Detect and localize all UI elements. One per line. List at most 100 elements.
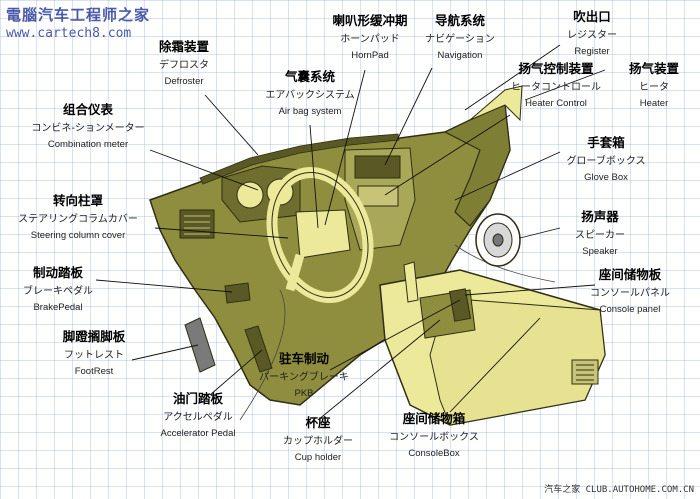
shift-lever [403, 261, 419, 303]
leader-heater-control [384, 114, 511, 196]
label-console-panel-ja: コンソールパネル [590, 287, 670, 299]
speaker-drawing [475, 213, 521, 267]
label-horn-pad-ja: ホーンパッド [340, 33, 400, 45]
label-cup-holder: 杯座 カップホルダー Cup holder [272, 416, 364, 463]
label-brake-pedal: 制动踏板 ブレーキペダル BrakePedal [14, 266, 102, 313]
label-glove-box-ja: グローブボックス [566, 155, 646, 167]
meter-gauge-left [236, 181, 264, 209]
label-navigation-en: Navigation [437, 49, 483, 61]
label-parking-brake-zh: 驻车制动 [278, 351, 329, 366]
label-glove-box-en: Glove Box [584, 171, 628, 183]
leader-foot-rest [131, 344, 199, 361]
label-register: 吹出口 レジスター Register [552, 10, 632, 57]
label-brake-pedal-en: BrakePedal [33, 301, 83, 313]
label-glove-box-zh: 手套箱 [587, 135, 625, 150]
label-accel-pedal-en: Accelerator Pedal [160, 427, 236, 439]
leader-console-box [449, 317, 541, 413]
label-speaker-en: Speaker [582, 245, 618, 257]
accelerator-pedal-shape [244, 325, 273, 373]
leader-navigation [384, 67, 433, 166]
label-foot-rest: 脚蹬搁脚板 フットレスト FootRest [52, 330, 136, 377]
nav-screen [354, 155, 401, 179]
leader-heater [524, 69, 606, 101]
label-foot-rest-en: FootRest [74, 365, 114, 377]
label-heater-control-en: Heater Control [525, 97, 587, 109]
label-airbag: 气囊系统 エアバックシステム Air bag system [252, 70, 368, 117]
label-airbag-zh: 气囊系统 [284, 69, 335, 84]
leader-glove-box [454, 151, 561, 201]
label-defroster-en: Defroster [164, 75, 204, 87]
leader-cup-holder [317, 319, 441, 421]
label-combination-meter-ja: コンビネ-ションメーター [31, 122, 145, 134]
label-combination-meter-zh: 组合仪表 [62, 102, 113, 117]
label-speaker: 扬声器 スピーカー Speaker [560, 210, 640, 257]
label-heater: 扬气装置 ヒータ Heater [616, 62, 692, 109]
label-parking-brake: 驻车制动 パーキングブレーキ PKB [252, 352, 356, 399]
site-watermark: 電腦汽车工程师之家 www.cartech8.com [6, 4, 150, 41]
leader-brake-pedal [95, 279, 233, 293]
label-defroster-ja: デフロスタ [159, 59, 209, 71]
leader-register [464, 44, 561, 111]
label-foot-rest-zh: 脚蹬搁脚板 [62, 329, 126, 344]
label-navigation-ja: ナビゲーション [425, 33, 495, 45]
label-horn-pad: 喇叭形缓冲期 ホーンパッド HornPad [322, 14, 418, 61]
brake-pedal-shape [224, 282, 251, 304]
leader-speaker [519, 227, 561, 239]
label-cup-holder-zh: 杯座 [305, 415, 331, 430]
leader-horn-pad [324, 69, 366, 226]
label-console-panel-zh: 座间储物板 [598, 267, 662, 282]
defroster-strip [199, 133, 400, 185]
foot-rest-shape [184, 317, 216, 373]
label-steering-cover-zh: 转向柱罩 [52, 193, 103, 208]
leader-console-panel [464, 284, 596, 296]
label-accel-pedal-zh: 油门踏板 [172, 391, 223, 406]
label-steering-cover-ja: ステアリングコラムカバー [18, 213, 138, 225]
label-cup-holder-ja: カップホルダー [283, 435, 353, 447]
label-parking-brake-ja: パーキングブレーキ [259, 371, 349, 383]
label-register-zh: 吹出口 [573, 9, 611, 24]
heater-control-unit [357, 185, 399, 207]
label-heater-control-zh: 扬气控制装置 [518, 61, 594, 76]
label-heater-zh: 扬气装置 [628, 61, 679, 76]
label-speaker-ja: スピーカー [575, 229, 625, 241]
label-navigation-zh: 导航系统 [434, 13, 485, 28]
floor-outline [239, 289, 286, 421]
watermark-url: www.cartech8.com [6, 26, 132, 41]
label-steering-cover-en: Steering column cover [30, 229, 126, 241]
label-register-en: Register [574, 45, 610, 57]
leader-combination-meter [149, 149, 259, 191]
label-defroster: 除霜装置 デフロスタ Defroster [148, 40, 220, 87]
label-parking-brake-en: PKB [294, 387, 314, 399]
label-airbag-en: Air bag system [278, 105, 342, 117]
leader-airbag [309, 124, 319, 229]
label-console-box-ja: コンソールボックス [389, 431, 479, 443]
label-heater-control-ja: ヒータコントロール [511, 81, 601, 93]
label-horn-pad-en: HornPad [351, 49, 389, 61]
label-speaker-zh: 扬声器 [581, 209, 619, 224]
leader-accel-pedal [209, 349, 263, 396]
label-heater-control: 扬气控制装置 ヒータコントロール Heater Control [500, 62, 612, 109]
label-brake-pedal-zh: 制动踏板 [32, 265, 83, 280]
leader-steering-cover [154, 227, 289, 239]
parking-brake-lever [448, 288, 472, 322]
label-console-box-zh: 座间储物箱 [402, 411, 466, 426]
leader-lines [95, 44, 606, 421]
leader-parking-brake [329, 299, 461, 371]
label-brake-pedal-ja: ブレーキペダル [23, 285, 93, 297]
label-navigation: 导航系统 ナビゲーション Navigation [420, 14, 500, 61]
label-cup-holder-en: Cup holder [294, 451, 342, 463]
label-steering-cover: 转向柱罩 ステアリングコラムカバー Steering column cover [8, 194, 148, 241]
label-foot-rest-ja: フットレスト [64, 349, 124, 361]
label-combination-meter-en: Combination meter [47, 138, 129, 150]
label-horn-pad-zh: 喇叭形缓冲期 [332, 13, 408, 28]
label-accel-pedal-ja: アクセルペダル [163, 411, 233, 423]
label-console-panel-en: Console panel [599, 303, 661, 315]
label-console-panel: 座间储物板 コンソールパネル Console panel [580, 268, 680, 315]
heater-panel [469, 85, 523, 122]
leader-defroster [204, 94, 259, 156]
side-vent-left [179, 209, 215, 239]
watermark-site-name: 電腦汽车工程师之家 [6, 6, 151, 24]
label-glove-box: 手套箱 グローブボックス Glove Box [556, 136, 656, 183]
